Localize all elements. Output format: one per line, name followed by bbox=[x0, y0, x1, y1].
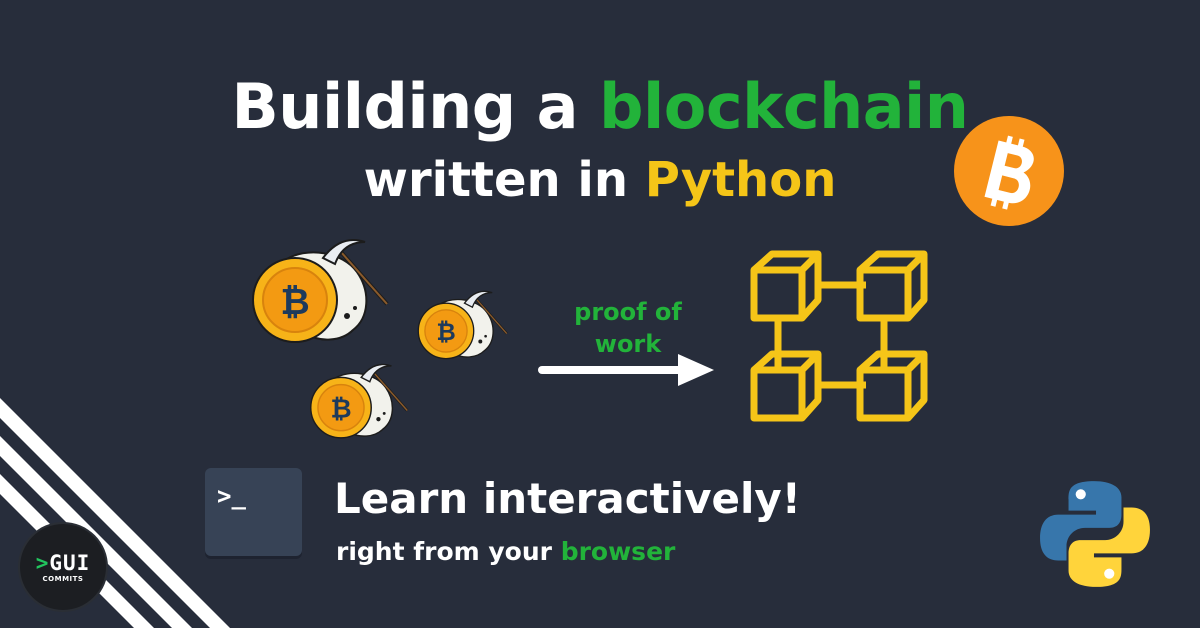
terminal-prompt: >_ bbox=[217, 482, 246, 510]
gui-logo-text: >GUI bbox=[36, 552, 91, 574]
gui-logo-chevron: > bbox=[35, 550, 50, 575]
arrow-right-icon bbox=[538, 354, 714, 386]
pow-label-line1: proof of bbox=[574, 298, 682, 326]
cta-sub-prefix: right from your bbox=[336, 537, 561, 566]
blockchain-icon bbox=[740, 240, 940, 430]
proof-of-work-label: proof of work bbox=[548, 296, 708, 360]
gui-logo-main: GUI bbox=[49, 550, 91, 575]
title-line-2: written in Python bbox=[0, 152, 1200, 208]
pow-label-line2: work bbox=[594, 330, 662, 358]
bitcoin-icon bbox=[954, 116, 1064, 226]
title-line-1: Building a blockchain bbox=[0, 70, 1200, 143]
python-logo-icon bbox=[1040, 481, 1150, 587]
title-prefix: Building a bbox=[231, 70, 600, 143]
title-highlight-python: Python bbox=[644, 152, 837, 208]
cta-subline: right from your browser bbox=[336, 537, 675, 566]
gui-commits-logo: >GUI COMMITS bbox=[20, 524, 106, 610]
title-highlight-blockchain: blockchain bbox=[599, 70, 969, 143]
cta-sub-highlight: browser bbox=[560, 537, 676, 566]
subtitle-prefix: written in bbox=[363, 152, 645, 208]
cta-headline: Learn interactively! bbox=[334, 474, 801, 523]
terminal-icon: >_ bbox=[205, 468, 302, 556]
gui-logo-sub: COMMITS bbox=[42, 574, 84, 583]
mining-coins-illustration: ₿ bbox=[251, 238, 509, 440]
